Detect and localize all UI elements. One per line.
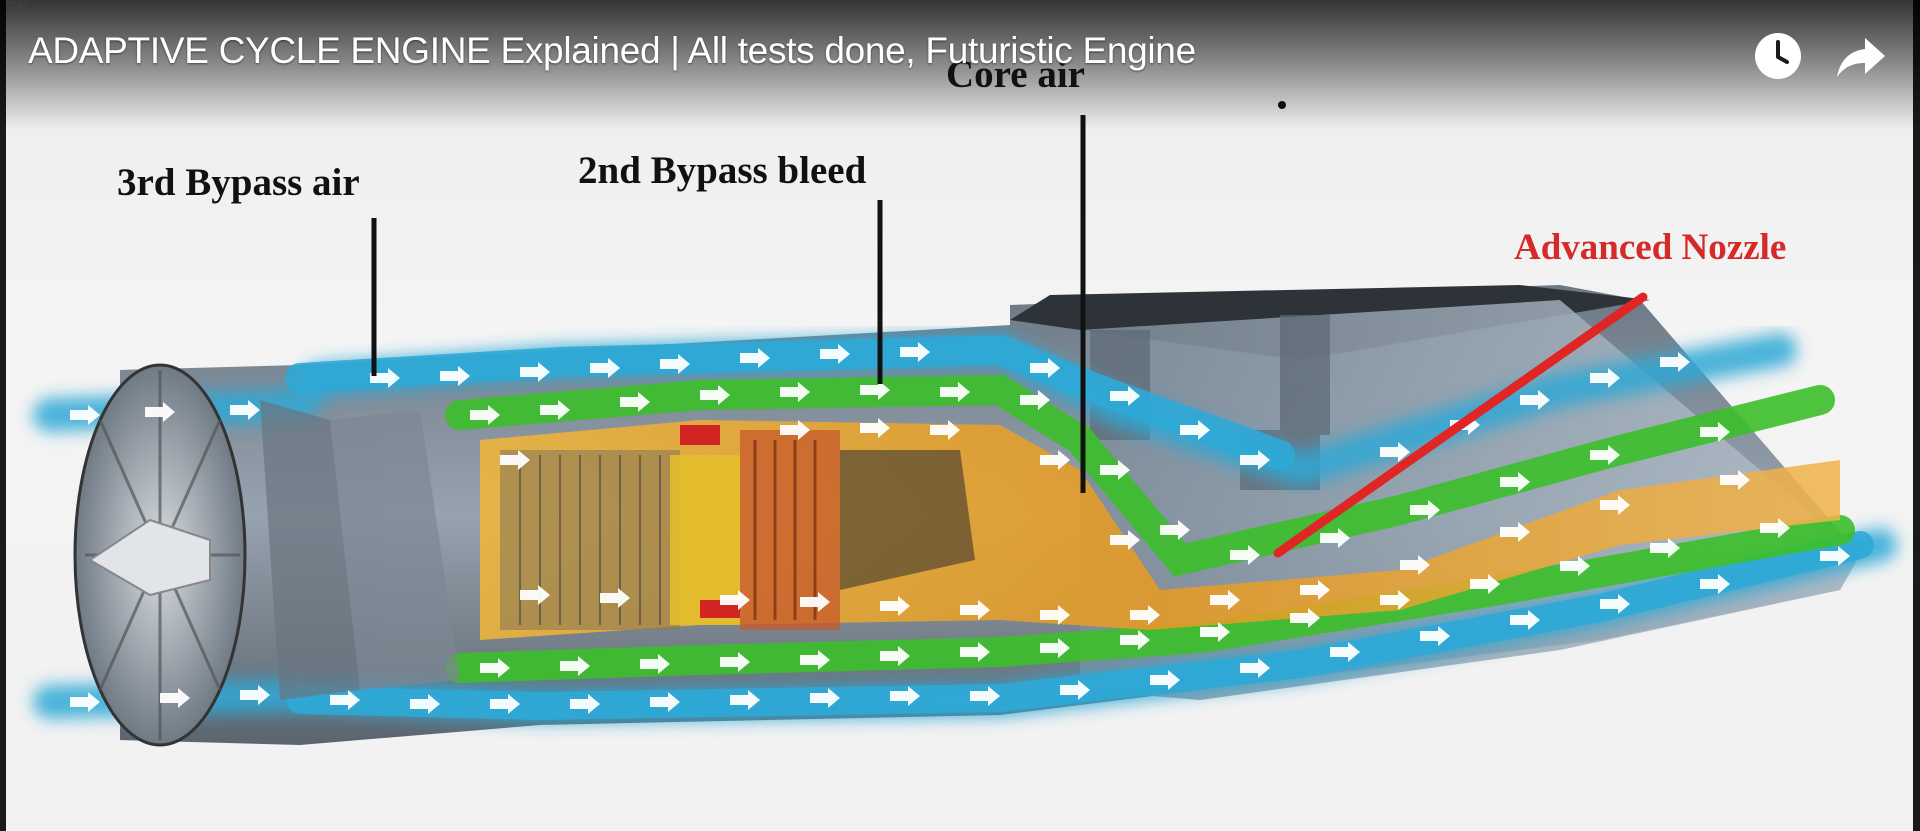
frame-edge-right <box>1913 0 1920 831</box>
watch-later-button[interactable] <box>1752 30 1804 82</box>
label-advanced-nozzle: Advanced Nozzle <box>1514 227 1787 268</box>
spinner-cone <box>88 518 211 597</box>
frame-edge-left <box>0 0 6 831</box>
callout-nozzle <box>1273 292 1648 558</box>
title-overlay <box>0 0 1920 130</box>
label-2nd-bypass-bleed: 2nd Bypass bleed <box>578 149 867 192</box>
label-3rd-bypass-air: 3rd Bypass air <box>117 161 360 204</box>
label-core-air: Core air <box>946 53 1085 96</box>
clock-icon <box>1755 33 1801 79</box>
share-button[interactable] <box>1835 30 1887 82</box>
video-title[interactable]: ADAPTIVE CYCLE ENGINE Explained | All te… <box>28 30 1196 71</box>
share-arrow-icon <box>1837 38 1885 77</box>
bleed-flow-upper <box>445 374 1835 577</box>
